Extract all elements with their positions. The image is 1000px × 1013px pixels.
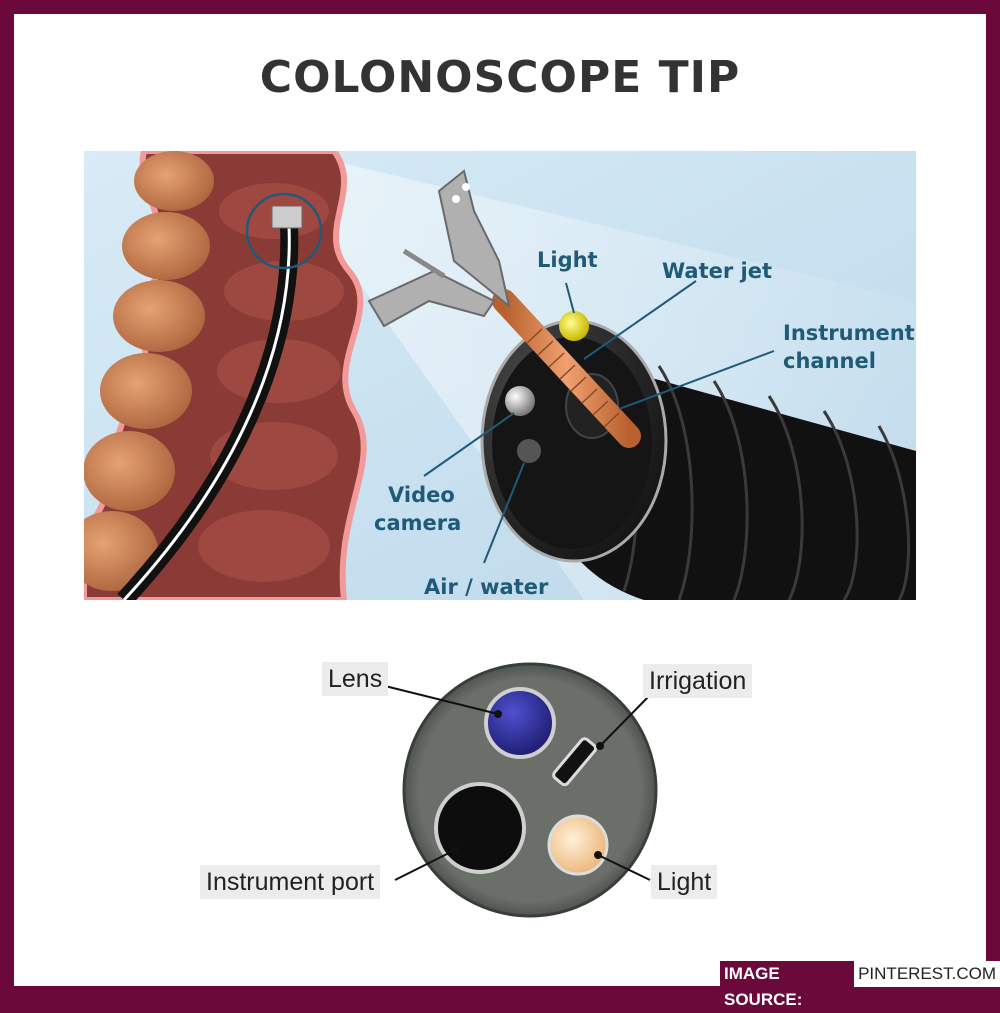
colon-scene-svg	[84, 151, 916, 600]
label-light-bottom: Light	[651, 865, 718, 899]
biopsy-forceps	[367, 169, 641, 448]
image-source-badge: IMAGE SOURCE: PINTEREST.COM	[720, 961, 1000, 1009]
video-camera-lens	[505, 386, 535, 416]
image-source-value: PINTEREST.COM	[854, 961, 1000, 987]
lens-circle	[484, 687, 556, 759]
scope-tube-in-colon	[117, 192, 323, 600]
label-irrigation: Irrigation	[643, 664, 753, 698]
page-title: COLONOSCOPE TIP	[259, 52, 741, 103]
label-video-camera-line2: camera	[374, 511, 462, 535]
label-light: Light	[537, 248, 598, 272]
label-instrument-port: Instrument port	[200, 865, 381, 899]
label-instrument-channel-line1: Instrument	[783, 321, 915, 345]
instrument-port-circle	[434, 782, 526, 874]
leader-lines	[423, 280, 775, 564]
cross-section-leader-lines	[384, 685, 651, 881]
scope-large-tube	[480, 311, 916, 600]
label-instrument-channel-line2: channel	[783, 349, 876, 373]
zoom-circle	[245, 192, 323, 270]
air-water-nozzle	[517, 439, 541, 463]
irrigation-slot	[552, 737, 598, 787]
label-air-water: Air / water	[424, 575, 549, 599]
label-video-camera-line1: Video	[388, 483, 455, 507]
label-lens: Lens	[322, 662, 389, 696]
label-water-jet: Water jet	[662, 259, 773, 283]
colonoscope-illustration: Light Water jet Instrument channel Video…	[84, 151, 916, 600]
light-circle	[547, 814, 609, 876]
image-source-key: IMAGE SOURCE:	[720, 961, 855, 1009]
light-lens	[559, 311, 589, 341]
